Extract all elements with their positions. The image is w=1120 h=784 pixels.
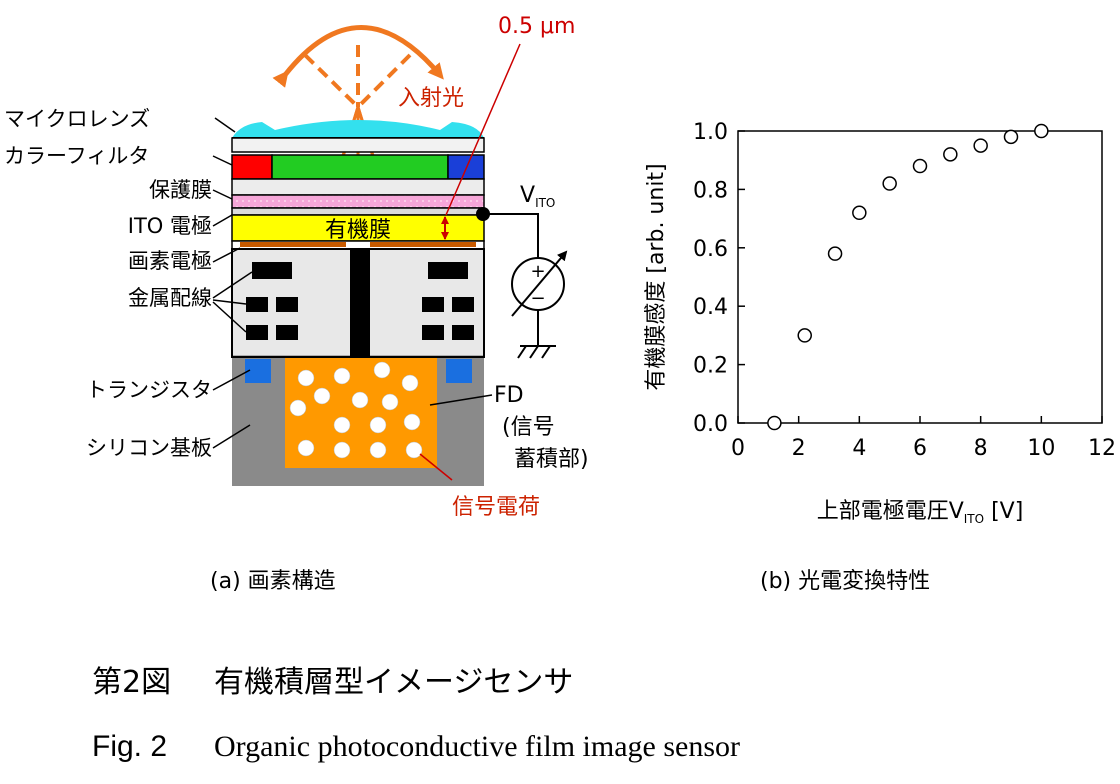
x-tick-label: 10 <box>1027 436 1055 461</box>
label-protective-film: 保護膜 <box>149 178 212 202</box>
y-tick-label: 0.4 <box>693 295 728 320</box>
caption-b: (b) 光電変換特性 <box>760 569 930 594</box>
x-axis-label: 上部電極電圧VITO [V] <box>817 499 1024 526</box>
fd-label: FD <box>494 383 524 408</box>
plot-area <box>737 130 1103 424</box>
photoelectric-chart: 0.0 0.2 0.4 0.6 0.8 1.0 0 2 4 6 8 10 12 有機膜感度 [arb.… <box>644 120 1116 526</box>
x-tick-label: 6 <box>913 436 927 461</box>
light-swing-arc <box>272 25 444 88</box>
y-axis-label: 有機膜感度 [arb. unit] <box>644 163 669 390</box>
label-microlens: マイクロレンズ <box>4 107 150 131</box>
data-point <box>852 205 867 221</box>
label-silicon-substrate: シリコン基板 <box>86 436 212 460</box>
layer-labels: マイクロレンズ カラーフィルタ 保護膜 ITO 電極 画素電極 金属配線 トラン… <box>4 107 212 460</box>
microlens <box>232 120 484 138</box>
svg-text:−: − <box>530 288 545 309</box>
x-tick-label: 4 <box>852 436 866 461</box>
pixel-structure-diagram: 有機膜 <box>231 25 485 486</box>
bias-circuit: + − VITO <box>476 183 568 359</box>
v-ito-label: VITO <box>520 183 555 210</box>
y-tick-label: 0.8 <box>693 178 728 203</box>
ground-symbol <box>517 345 556 359</box>
label-ito-electrode: ITO 電極 <box>128 214 212 238</box>
data-point <box>912 158 928 174</box>
caption-en-prefix: Fig. 2 <box>92 730 167 763</box>
label-pointer-lines <box>212 117 253 449</box>
label-transistor: トランジスタ <box>86 378 212 402</box>
fd-desc-line1: (信号 <box>502 415 555 440</box>
data-point <box>882 176 897 191</box>
incident-light-rays <box>303 45 412 109</box>
data-point <box>797 328 812 343</box>
caption-a: (a) 画素構造 <box>210 569 336 594</box>
data-point <box>1034 123 1049 139</box>
caption-ja-prefix: 第2図 <box>92 665 171 700</box>
label-pixel-electrode: 画素電極 <box>128 249 212 273</box>
x-tick-label: 8 <box>974 436 988 461</box>
x-tick-label: 2 <box>792 436 806 461</box>
data-point <box>827 246 843 261</box>
thickness-label: 0.5 μm <box>498 14 575 39</box>
data-point <box>943 147 958 162</box>
data-point <box>973 138 988 153</box>
signal-charge-label: 信号電荷 <box>452 495 540 520</box>
label-color-filter: カラーフィルタ <box>4 144 149 168</box>
y-ticks: 0.0 0.2 0.4 0.6 0.8 1.0 <box>693 120 745 437</box>
svg-text:+: + <box>530 261 545 282</box>
y-tick-label: 0.0 <box>693 412 728 437</box>
y-tick-label: 0.6 <box>693 237 728 262</box>
x-tick-label: 0 <box>731 436 745 461</box>
transistor-right <box>446 359 472 383</box>
data-points <box>767 123 1049 431</box>
color-filter <box>231 154 485 180</box>
incident-light-label: 入射光 <box>398 86 464 111</box>
data-point <box>1003 129 1019 145</box>
thickness-pointer <box>445 43 521 216</box>
organic-film-label: 有機膜 <box>325 218 391 243</box>
caption-en-title: Organic photoconductive film image senso… <box>214 730 740 763</box>
y-tick-label: 0.2 <box>693 354 728 379</box>
fd-desc-line2: 蓄積部) <box>514 447 589 472</box>
caption-ja-title: 有機積層型イメージセンサ <box>214 665 573 700</box>
y-tick-label: 1.0 <box>693 120 728 145</box>
label-metal-wiring: 金属配線 <box>128 286 212 310</box>
data-point <box>767 415 782 431</box>
signal-charges <box>289 361 423 459</box>
x-ticks: 0 2 4 6 8 10 12 <box>731 416 1116 461</box>
x-tick-label: 12 <box>1088 436 1116 461</box>
metal-wiring <box>246 262 474 340</box>
